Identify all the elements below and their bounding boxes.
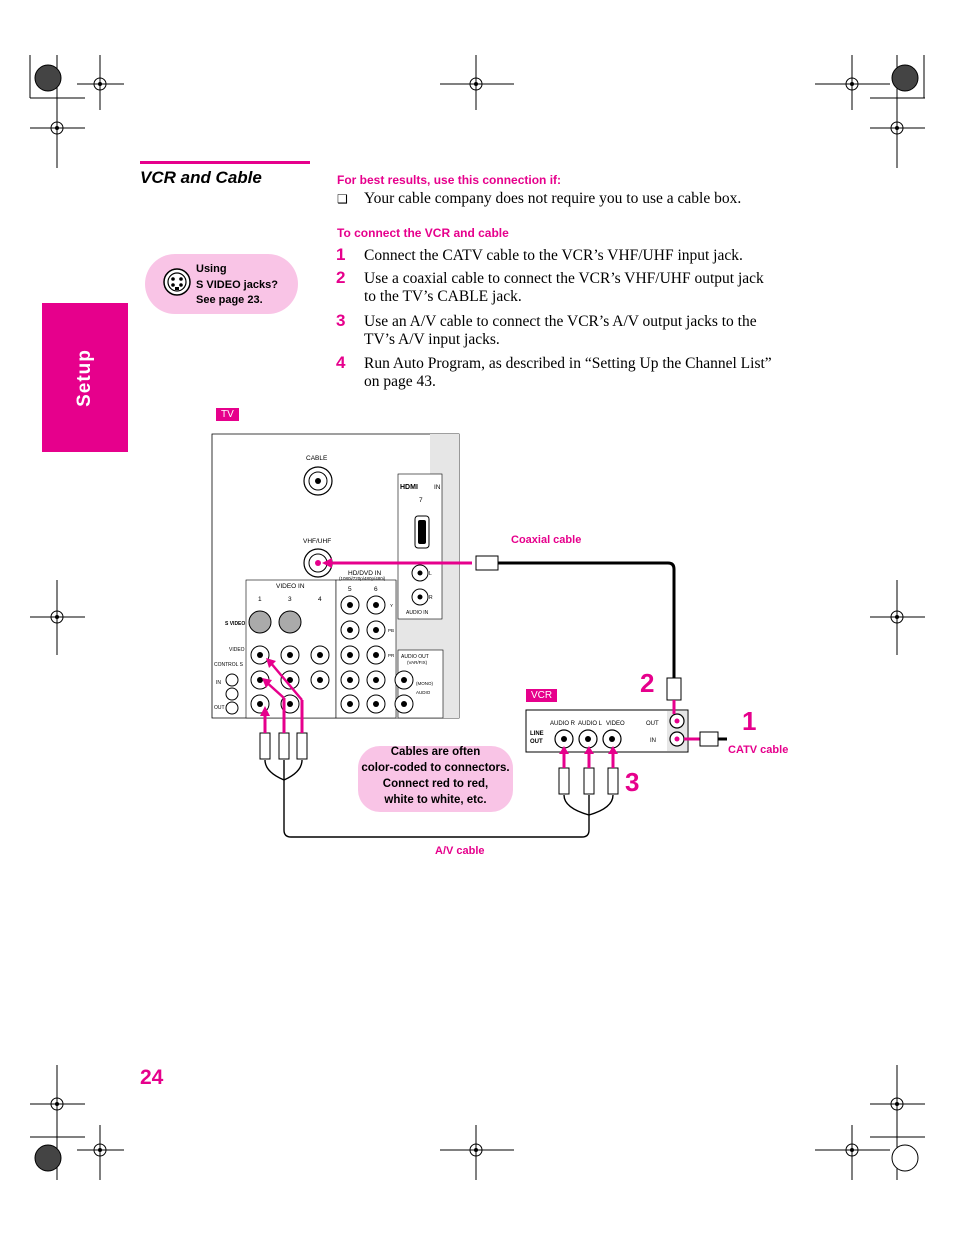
- title-rule: [140, 161, 310, 164]
- bullet-icon: ❑: [337, 192, 348, 206]
- tip-text: Using S VIDEO jacks? See page 23.: [196, 262, 278, 309]
- coaxial-cable: [322, 555, 682, 714]
- step-number-3: 3: [336, 311, 346, 330]
- catv-cable: [684, 731, 727, 747]
- tv-label-n1: 1: [258, 596, 262, 603]
- step-text-4: Run Auto Program, as described in “Setti…: [364, 355, 772, 391]
- tv-tag: TV: [216, 408, 239, 421]
- tv-label-hdmi-in: IN: [434, 484, 441, 491]
- step-text-3: Use an A/V cable to connect the VCR’s A/…: [364, 313, 757, 349]
- step-4-line-2: on page 43.: [364, 373, 436, 390]
- best-results-heading: For best results, use this connection if…: [337, 173, 562, 187]
- vcr-label-audio-l: AUDIO L: [578, 721, 603, 727]
- tv-label-s-video: S VIDEO: [225, 621, 245, 627]
- tv-label-audio: AUDIO: [416, 690, 431, 695]
- tv-label-video-in: VIDEO IN: [276, 583, 305, 590]
- step-number-4: 4: [336, 353, 346, 372]
- section-title: VCR and Cable: [140, 168, 262, 187]
- step-3-line-2: TV’s A/V input jacks.: [364, 331, 500, 348]
- tv-label-video: VIDEO: [229, 647, 245, 653]
- callout-3: 3: [625, 767, 640, 797]
- tv-label-hd-dvd-sub: (1080i/720p/480p/480i): [339, 576, 386, 581]
- vcr-label-out: OUT: [646, 721, 659, 727]
- catv-cable-label: CATV cable: [728, 744, 789, 756]
- note-line-4: white to white, etc.: [384, 794, 487, 806]
- tv-label-audio-out: AUDIO OUT: [401, 654, 429, 660]
- vcr-label-audio-r: AUDIO R: [550, 721, 576, 727]
- tv-label-control-s: CONTROL S: [214, 662, 244, 668]
- tv-label-cable: CABLE: [306, 455, 328, 462]
- tv-label-pb: PB: [388, 628, 394, 633]
- tv-label-l: L: [429, 571, 432, 577]
- callout-2: 2: [640, 668, 655, 698]
- vcr-tag: VCR: [526, 689, 558, 702]
- note-line-1: Cables are often: [390, 746, 481, 758]
- coaxial-cable-label: Coaxial cable: [511, 534, 582, 546]
- step-4-line-1: Run Auto Program, as described in “Setti…: [364, 355, 772, 372]
- tip-line-3: See page 23.: [196, 294, 263, 306]
- vcr-label-out-line: OUT: [530, 739, 543, 745]
- tv-label-y: Y: [390, 603, 393, 608]
- s-video-connector-icon: [163, 268, 191, 296]
- step-3-line-1: Use an A/V cable to connect the VCR’s A/…: [364, 313, 757, 330]
- tv-label-n4: 4: [318, 596, 322, 603]
- tv-label-out: OUT: [214, 705, 225, 711]
- vcr-label-line: LINE: [530, 731, 544, 737]
- connect-heading: To connect the VCR and cable: [337, 226, 509, 240]
- tv-label-n3: 3: [288, 596, 292, 603]
- av-plugs: [259, 658, 619, 795]
- tv-rear-panel: [211, 433, 460, 719]
- step-text-2: Use a coaxial cable to connect the VCR’s…: [364, 270, 764, 306]
- tv-label-in: IN: [216, 680, 221, 686]
- av-cable: [264, 759, 614, 838]
- vcr-label-in: IN: [650, 738, 656, 744]
- side-tab: [42, 303, 128, 452]
- step-number-2: 2: [336, 268, 346, 287]
- note-line-3: Connect red to red,: [382, 778, 489, 790]
- vcr-label-video: VIDEO: [606, 721, 625, 727]
- av-cable-label: A/V cable: [435, 845, 485, 857]
- tv-label-n5: 5: [348, 586, 352, 593]
- color-code-note-bubble: [358, 746, 513, 812]
- tv-label-hdmi-num: 7: [419, 497, 423, 504]
- tv-label-audio-in: AUDIO IN: [406, 610, 429, 616]
- callout-1: 1: [742, 706, 757, 736]
- tv-label-n6: 6: [374, 586, 378, 593]
- tv-label-var-fix: (VAR/FIX): [407, 660, 428, 665]
- tv-label-pr: PR: [388, 653, 395, 658]
- tip-line-1: Using: [196, 263, 227, 275]
- best-results-item: Your cable company does not require you …: [364, 190, 742, 207]
- tv-label-hd-dvd-in: HD/DVD IN: [348, 570, 382, 577]
- step-text-1: Connect the CATV cable to the VCR’s VHF/…: [364, 247, 743, 264]
- page-number: 24: [140, 1066, 164, 1089]
- tv-label-mono: (MONO): [416, 681, 433, 686]
- step-2-line-2: to the TV’s CABLE jack.: [364, 288, 522, 305]
- tip-line-2: S VIDEO jacks?: [196, 278, 278, 291]
- note-line-2: color-coded to connectors.: [361, 762, 510, 774]
- tv-label-hdmi: HDMI: [400, 484, 418, 491]
- step-number-1: 1: [336, 245, 346, 264]
- color-code-note: Cables are often color-coded to connecto…: [358, 744, 513, 808]
- tv-label-r: R: [429, 595, 433, 601]
- step-2-line-1: Use a coaxial cable to connect the VCR’s…: [364, 270, 764, 287]
- vcr-rear-panel: [525, 709, 689, 753]
- tv-label-vhf-uhf: VHF/UHF: [303, 538, 331, 545]
